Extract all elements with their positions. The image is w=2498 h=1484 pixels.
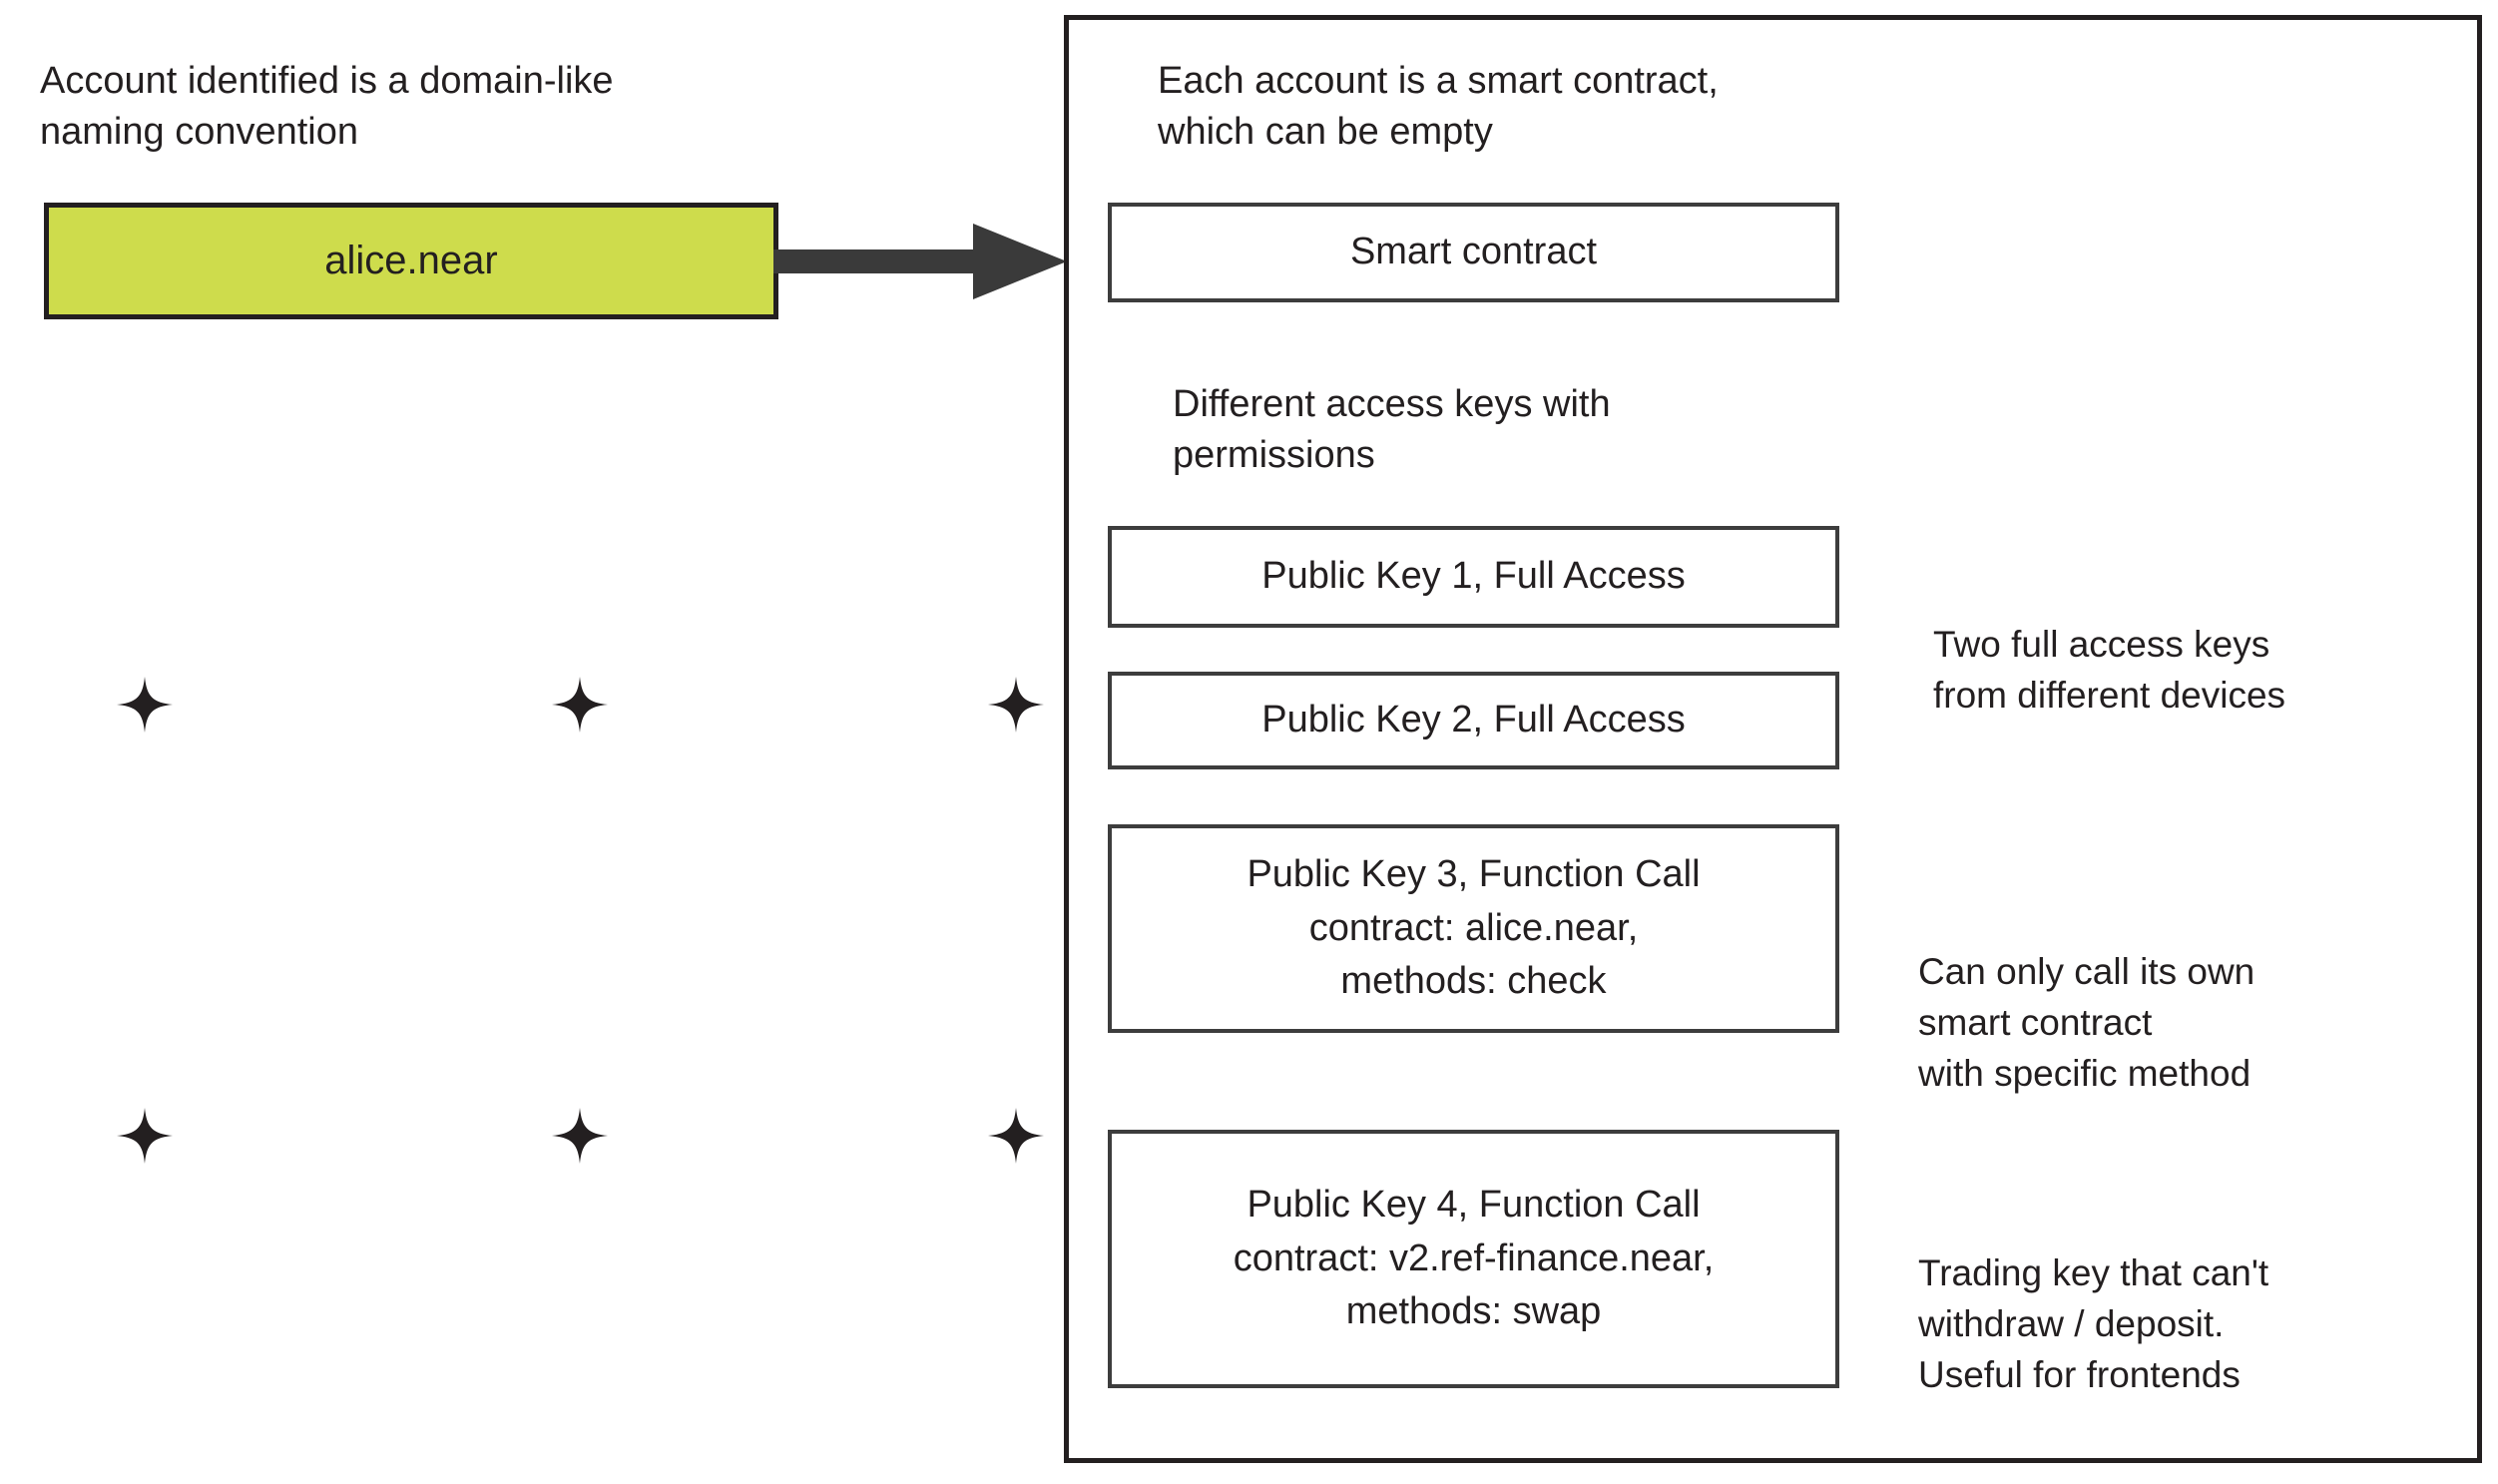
account-box-label: alice.near <box>324 239 498 282</box>
smart-contract-box[interactable]: Smart contract <box>1108 203 1839 302</box>
key-box-1-label: Public Key 1, Full Access <box>1261 555 1686 598</box>
annotation-trading-key: Trading key that can't withdraw / deposi… <box>1918 1252 2269 1396</box>
account-box[interactable]: alice.near <box>44 203 778 319</box>
smart-contract-note: Each account is a smart contract, which … <box>1158 60 1719 154</box>
key-box-4[interactable]: Public Key 4, Function Call contract: v2… <box>1108 1130 1839 1388</box>
key-box-3[interactable]: Public Key 3, Function Call contract: al… <box>1108 824 1839 1033</box>
key-box-4-label: Public Key 4, Function Call contract: v2… <box>1233 1183 1715 1333</box>
sparkle-marker-5 <box>552 1108 608 1164</box>
key-box-2-label: Public Key 2, Full Access <box>1261 699 1686 742</box>
sparkle-marker-1 <box>117 677 173 733</box>
sparkle-marker-6 <box>988 1108 1044 1164</box>
sparkle-marker-3 <box>988 677 1044 733</box>
access-keys-note: Different access keys with permissions <box>1173 383 1611 477</box>
annotation-full-access-keys: Two full access keys from different devi… <box>1933 624 2286 717</box>
key-box-2[interactable]: Public Key 2, Full Access <box>1108 672 1839 769</box>
right-arrow-icon <box>773 222 1073 301</box>
key-box-1[interactable]: Public Key 1, Full Access <box>1108 526 1839 628</box>
sparkle-marker-2 <box>552 677 608 733</box>
sparkle-marker-4 <box>117 1108 173 1164</box>
smart-contract-box-label: Smart contract <box>1349 231 1598 273</box>
account-naming-caption: Account identified is a domain-like nami… <box>40 60 614 154</box>
annotation-own-contract: Can only call its own smart contract wit… <box>1918 951 2255 1095</box>
key-box-3-label: Public Key 3, Function Call contract: al… <box>1247 852 1701 1003</box>
